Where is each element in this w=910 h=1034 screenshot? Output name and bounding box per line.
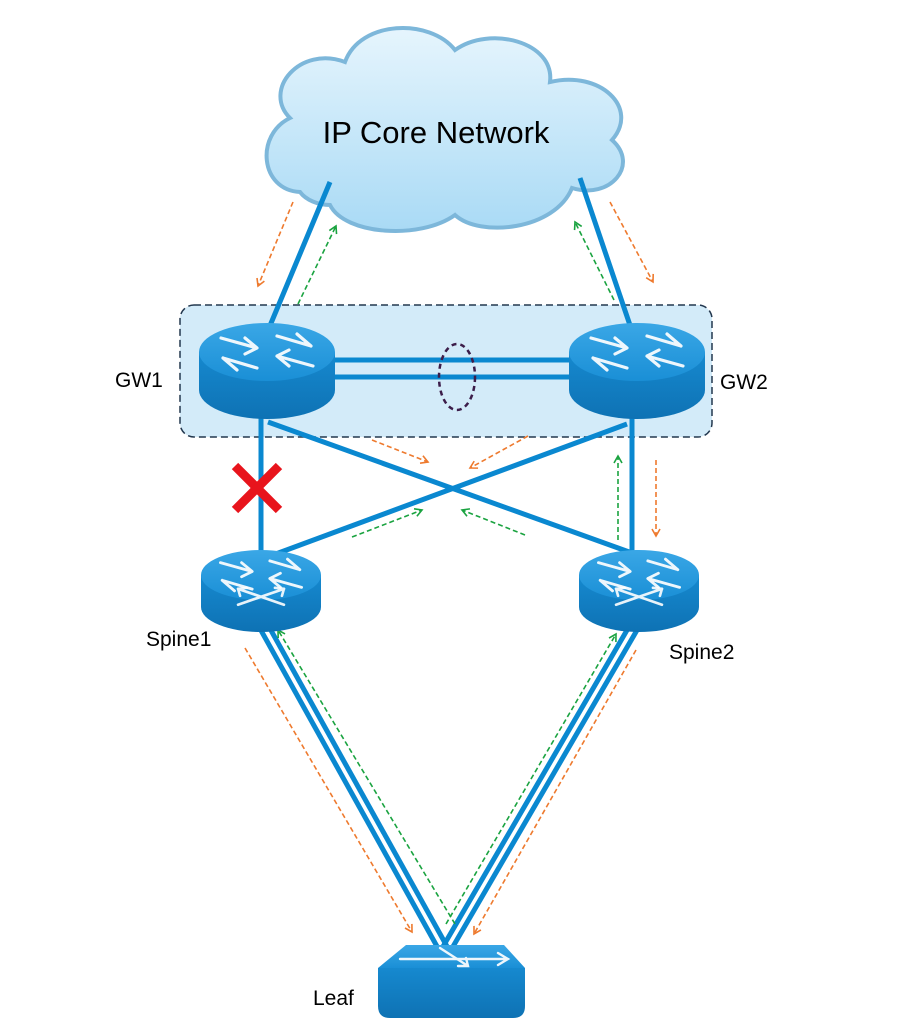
spine1-router-icon-arrows-icon [219,557,303,593]
spine2-router-icon [579,550,699,632]
ip-core-network-cloud [264,26,625,233]
link-spine1-leaf-a [255,623,442,952]
traffic-arrows-green [277,220,623,925]
link-spine1-leaf-b [265,623,452,952]
lag-ellipse [437,342,477,412]
link-cloud-gw1 [261,181,333,341]
traffic-arrows-orange [244,201,661,936]
link-gw2-spine1 [272,421,628,558]
gw2-router-icon [569,323,705,419]
gw2-label: GW2 [720,371,768,394]
gw1-label: GW1 [115,369,163,392]
spine1-router-icon [201,550,321,632]
leaf-arrows-icon [398,946,511,968]
link-cloud-gw2 [577,177,638,341]
spine2-router-icon-cross-icon [614,586,664,607]
spine1-router-icon-cross-icon [236,586,286,607]
link-failure-x-icon [231,462,283,514]
spine2-router-icon-arrows-icon [597,557,681,593]
link-spine2-leaf-b [448,623,643,952]
links [255,177,643,952]
spine2-label: Spine2 [669,641,734,664]
devices [199,323,705,1018]
cloud-label: IP Core Network [323,115,550,150]
gw1-router-icon [199,323,335,419]
link-spine2-leaf-a [438,623,633,952]
gw2-router-icon-arrows-icon [589,332,685,372]
gw1-router-icon-arrows-icon [219,332,315,372]
leaf-label: Leaf [313,987,354,1010]
spine1-label: Spine1 [146,628,211,651]
leaf-switch-icon [378,945,525,1018]
